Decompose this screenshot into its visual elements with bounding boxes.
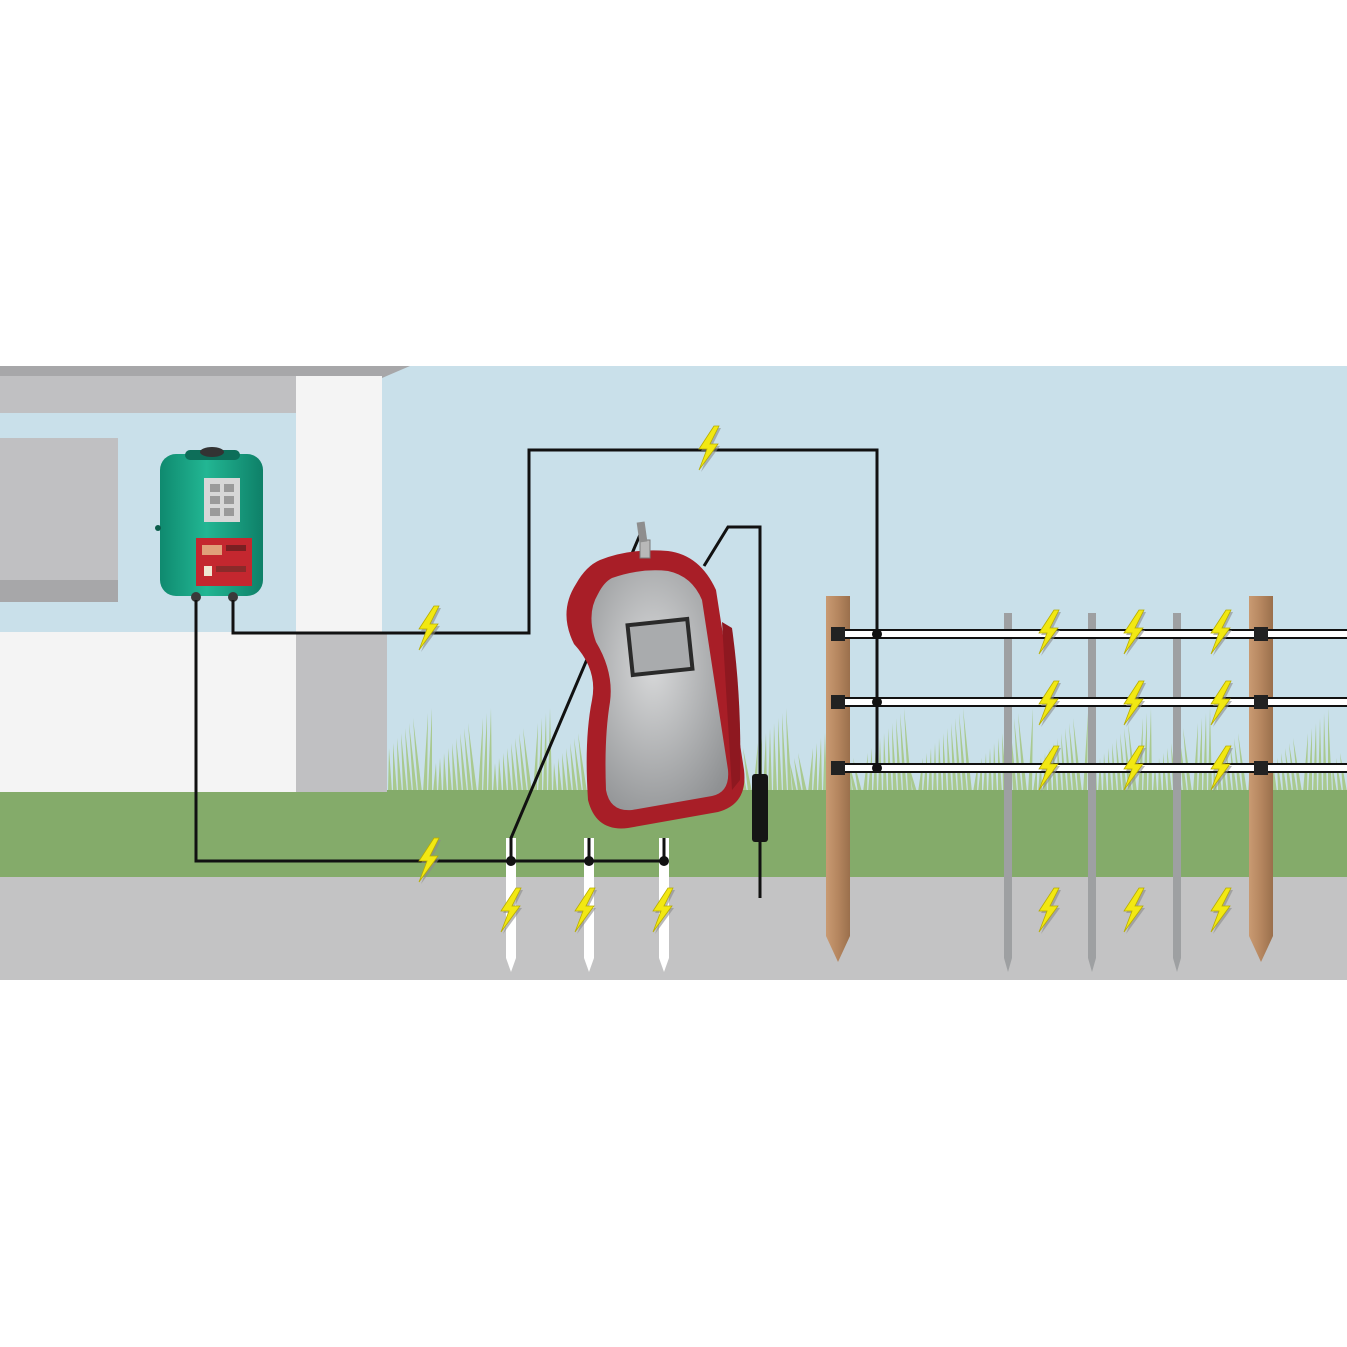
steel-fence-post (1088, 613, 1096, 972)
building-roof (0, 366, 410, 378)
lightning-bolt-icon (1123, 887, 1145, 933)
wooden-fence-post (1249, 596, 1273, 962)
soil-layer (0, 877, 1347, 980)
insulator (1254, 761, 1268, 775)
fence-tape (838, 765, 1347, 771)
fence-tape (838, 699, 1347, 705)
lightning-bolt-icon (1038, 887, 1060, 933)
steel-fence-post (1173, 613, 1181, 972)
rod-connector (587, 838, 591, 861)
fence-tester-icon (566, 521, 768, 842)
insulator (831, 627, 845, 641)
tester-probe-tip (636, 521, 648, 543)
lightning-symbols (418, 425, 1233, 934)
fence-energizer-icon (155, 447, 263, 602)
lightning-bolt-icon (698, 425, 720, 471)
lightning-bolt-icon (1210, 887, 1232, 933)
energizer-panel-detail (202, 545, 222, 555)
building-wall-side (296, 376, 382, 633)
lightning-bolt-icon (1038, 745, 1060, 791)
energizer-display (204, 478, 240, 522)
energizer-display-line (210, 496, 220, 504)
lightning-bolt-icon (574, 887, 596, 933)
lightning-bolt-icon (1038, 680, 1060, 726)
insulator (831, 761, 845, 775)
energizer-display-line (224, 508, 234, 516)
insulator (1254, 695, 1268, 709)
building (0, 366, 410, 792)
energizer-display-line (210, 508, 220, 516)
rod-connector (662, 838, 666, 861)
wire-junctions (506, 629, 882, 866)
energizer-knob (200, 447, 224, 457)
energizer-terminal (191, 592, 201, 602)
building-window (0, 438, 118, 602)
wood-posts (826, 596, 1273, 962)
energizer-screw (155, 525, 161, 531)
energizer-display-line (210, 484, 220, 492)
building-wall-lower (0, 632, 296, 792)
insulator (831, 695, 845, 709)
energizer-terminal (228, 592, 238, 602)
energizer-display-line (224, 484, 234, 492)
energizer-panel-detail (216, 566, 246, 572)
wire-junction (872, 629, 882, 639)
lightning-bolt-icon (1123, 745, 1145, 791)
wire (702, 525, 762, 898)
energizer-panel-detail (204, 566, 212, 576)
steel-fence-post (1004, 613, 1012, 972)
tester-ground-clip (752, 774, 768, 842)
lightning-bolt-icon (652, 887, 674, 933)
energizer-display-line (224, 496, 234, 504)
lightning-bolt-icon (418, 837, 440, 883)
energizer-panel-detail (226, 545, 246, 551)
lightning-bolt-icon (1210, 680, 1232, 726)
lightning-bolt-icon (1210, 609, 1232, 655)
fence-tape (838, 631, 1347, 637)
tester-side-grip (722, 622, 741, 790)
wire-junction (872, 697, 882, 707)
lightning-bolt-icon (1210, 745, 1232, 791)
lightning-bolt-icon (500, 887, 522, 933)
tester-display (625, 616, 695, 678)
wire (231, 448, 879, 768)
building-window-frame (0, 580, 118, 602)
lightning-bolt-icon (418, 605, 440, 651)
lightning-bolt-icon (1123, 609, 1145, 655)
insulators (831, 627, 1268, 775)
tester-face (591, 570, 729, 811)
fence-tapes (838, 629, 1347, 773)
lightning-bolt-icon (1038, 609, 1060, 655)
building-wall-lower-side (296, 632, 387, 792)
wire-junction (506, 856, 516, 866)
wooden-fence-post (826, 596, 850, 962)
tester-probe-base (639, 539, 651, 559)
building-wall-upper (0, 376, 296, 413)
wire-junction (872, 763, 882, 773)
insulator (1254, 627, 1268, 641)
lightning-bolt-icon (1123, 680, 1145, 726)
